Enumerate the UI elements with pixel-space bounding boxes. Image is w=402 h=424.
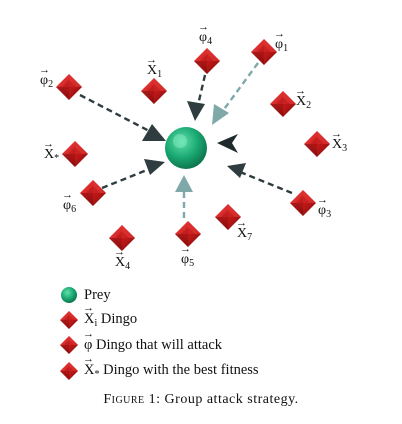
legend-prey-circle — [61, 287, 77, 303]
dingo-phi3-diamond — [290, 190, 316, 216]
arrowhead-phi5 — [175, 175, 193, 192]
dingo-phi1-diamond — [251, 39, 277, 65]
arrow-phi2-to-prey — [79, 93, 154, 135]
label-x2: →X2 — [295, 85, 312, 111]
arrowhead-phi4 — [187, 101, 205, 121]
arrow-phi1-to-prey — [221, 62, 259, 113]
arrowhead-right — [217, 134, 238, 153]
dingo-x2-diamond — [270, 91, 296, 117]
label-x7: →X7 — [236, 217, 253, 243]
label-phi1: →φ1 — [274, 28, 289, 54]
arrowhead-phi6 — [144, 159, 165, 175]
label-phi4: →φ4 — [198, 21, 213, 47]
dingo-x1-diamond — [141, 78, 167, 104]
legend-item-prey: Prey — [60, 285, 111, 305]
legend-dingo-text: →Xi Dingo — [83, 302, 138, 329]
label-phi6: →φ6 — [62, 189, 77, 215]
label-phi2: →φ2 — [39, 64, 54, 90]
caption-text: : Group attack strategy. — [156, 392, 299, 407]
legend-item-best: →X* Dingo with the best fitness — [60, 353, 259, 381]
legend-attacker-diamond — [60, 336, 78, 354]
label-phi5: →φ5 — [180, 243, 195, 269]
figure-caption: Figure 1: Group attack strategy. — [0, 392, 402, 408]
legend-item-dingo: →Xi Dingo — [60, 302, 138, 330]
label-xstar: →X* — [43, 138, 60, 164]
label-x1: →X1 — [146, 54, 163, 80]
legend-attacker-text: →φ Dingo that will attack — [83, 327, 223, 353]
legend-item-attacker: →φ Dingo that will attack — [60, 327, 223, 355]
dingo-phi4-diamond — [194, 48, 220, 74]
dingo-phi6-diamond — [80, 180, 106, 206]
legend-best-diamond — [60, 362, 78, 380]
prey-circle — [165, 127, 207, 169]
arrowhead-phi1 — [212, 104, 229, 125]
arrow-phi3-to-prey — [239, 170, 293, 195]
arrowhead-phi3 — [227, 163, 246, 178]
dingo-x3-diamond — [304, 131, 330, 157]
legend-dingo-diamond — [60, 311, 78, 329]
arrow-phi4-to-prey — [196, 74, 207, 106]
legend-best-text: →X* Dingo with the best fitness — [83, 353, 259, 380]
arrow-phi6-to-prey — [101, 166, 153, 190]
caption-prefix: Figure 1 — [103, 392, 157, 407]
label-phi3: →φ3 — [317, 194, 332, 220]
legend-prey-text: Prey — [84, 286, 111, 303]
dingo-phi2-diamond — [56, 74, 82, 100]
arrowhead-phi2 — [142, 124, 166, 141]
label-x3: →X3 — [331, 128, 348, 154]
prey-highlight — [173, 134, 187, 148]
dingo-xstar-diamond — [62, 141, 88, 167]
label-x4: →X4 — [114, 246, 131, 272]
